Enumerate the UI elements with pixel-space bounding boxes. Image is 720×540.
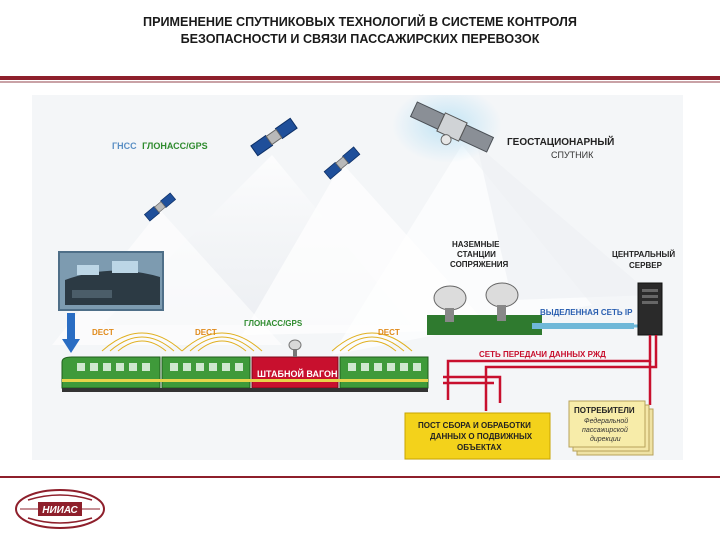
header-divider [0, 76, 720, 80]
dect-wave-icon [101, 332, 413, 352]
system-diagram: ГНСС ГЛОНАСС/GPS ГЕОСТАЦИОНАРНЫЙ СПУТНИК… [32, 95, 683, 460]
header-divider-thin [0, 81, 720, 83]
post-label-1: ПОСТ СБОРА И ОБРАБОТКИ [418, 421, 531, 430]
staff-wagon-label: ШТАБНОЙ ВАГОН [257, 368, 337, 379]
dect-label-2: DECT [195, 328, 217, 337]
ground-stations-label-2: СТАНЦИИ [457, 250, 496, 259]
geo-satellite-sublabel: СПУТНИК [551, 150, 594, 160]
footer-divider [0, 476, 720, 478]
ip-network-line [532, 323, 634, 329]
gnss-satellite-icon [250, 117, 298, 157]
geostationary-satellite-icon [409, 101, 495, 153]
geo-satellite-label: ГЕОСТАЦИОНАРНЫЙ [507, 135, 614, 148]
rzd-network-lines [443, 335, 658, 411]
post-label-2: ДАННЫХ О ПОДВИЖНЫХ [430, 432, 533, 441]
consumers-title: ПОТРЕБИТЕЛИ [574, 406, 635, 415]
consumers-line-1: Федеральной [584, 417, 628, 425]
post-box [404, 412, 551, 460]
cab-interior-photo [58, 251, 164, 311]
gnss-label-prefix: ГНСС [112, 141, 137, 151]
ground-stations-label-3: СОПРЯЖЕНИЯ [450, 260, 509, 269]
page-title-line2: БЕЗОПАСНОСТИ И СВЯЗИ ПАССАЖИРСКИХ ПЕРЕВО… [180, 32, 540, 46]
ground-stations-label-1: НАЗЕМНЫЕ [452, 240, 500, 249]
ground-station-base [427, 315, 542, 335]
niias-logo: НИИАС [14, 488, 106, 530]
cab-arrow-icon [62, 313, 80, 353]
logo-text: НИИАС [42, 505, 78, 516]
train-gnss-label: ГЛОНАСС/GPS [244, 319, 303, 328]
signal-beam [332, 145, 592, 355]
dect-label-1: DECT [92, 328, 114, 337]
dect-label-3: DECT [378, 328, 400, 337]
train [61, 356, 429, 392]
post-label-3: ОБЪЕКТАХ [457, 443, 502, 452]
page-title: ПРИМЕНЕНИЕ СПУТНИКОВЫХ ТЕХНОЛОГИЙ В СИСТ… [60, 14, 660, 48]
server-icon [637, 282, 663, 336]
page-title-line1: ПРИМЕНЕНИЕ СПУТНИКОВЫХ ТЕХНОЛОГИЙ В СИСТ… [143, 15, 577, 29]
consumers-line-3: дирекции [590, 435, 621, 443]
consumers-line-2: пассажирской [582, 426, 628, 434]
rzd-network-label: СЕТЬ ПЕРЕДАЧИ ДАННЫХ РЖД [479, 350, 606, 359]
train-antenna-icon [288, 339, 302, 357]
gnss-label-main: ГЛОНАСС/GPS [142, 141, 207, 151]
signal-beam [477, 145, 652, 300]
ip-network-label: ВЫДЕЛЕННАЯ СЕТЬ IP [540, 308, 633, 317]
diagram-canvas: ГНСС ГЛОНАСС/GPS ГЕОСТАЦИОНАРНЫЙ СПУТНИК… [52, 95, 675, 460]
ground-station-dish-icon [485, 282, 519, 321]
ground-station-dish-icon [433, 285, 467, 322]
gnss-label: ГНСС ГЛОНАСС/GPS [112, 141, 208, 151]
consumers-box [568, 400, 654, 456]
gnss-satellite-icon [323, 146, 361, 180]
central-server-label: ЦЕНТРАЛЬНЫЙ [612, 250, 675, 259]
gnss-satellite-icon [143, 192, 177, 222]
central-server-label-2: СЕРВЕР [629, 261, 663, 270]
signal-beam [52, 210, 282, 345]
